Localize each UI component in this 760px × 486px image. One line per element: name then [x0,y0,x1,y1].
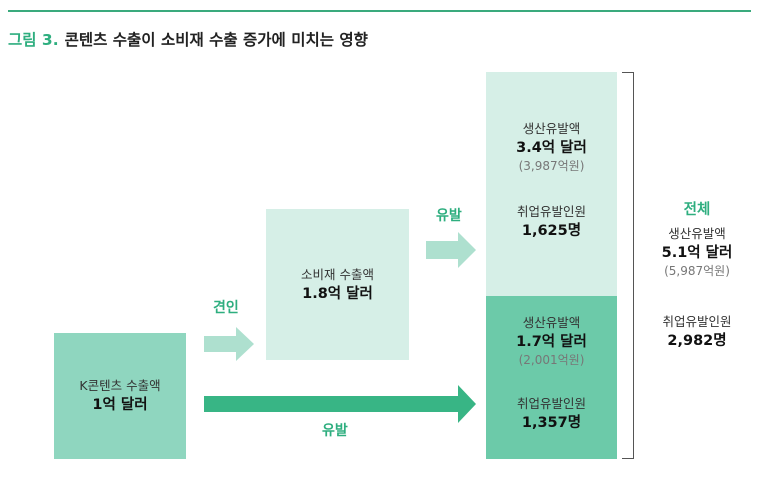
bottom-employment-value: 1,357명 [521,415,582,431]
bottom-production-value: 1.7억 달러 [516,334,587,350]
top-production-label: 생산유발액 [522,121,581,136]
consumer-goods-value: 1.8억 달러 [302,285,373,302]
k-content-value: 1억 달러 [92,397,148,413]
lead-arrow-label: 견인 [213,300,239,316]
induce-bottom-label: 유발 [322,423,348,439]
top-employment-group: 취업유발인원 1,625명 [517,203,586,241]
top-employment-value: 1,625명 [521,223,582,239]
bottom-employment-label: 취업유발인원 [516,396,586,411]
figure-title-text: 콘텐츠 수출이 소비재 수출 증가에 미치는 영향 [64,31,368,49]
bottom-effects-column: 생산유발액 1.7억 달러 (2,001억원) 취업유발인원 1,357명 [486,296,617,459]
top-effects-column: 생산유발액 3.4억 달러 (3,987억원) 취업유발인원 1,625명 [486,72,617,296]
bottom-production-group: 생산유발액 1.7억 달러 (2,001억원) [516,314,587,369]
total-bracket [622,72,634,459]
top-production-value: 3.4억 달러 [516,140,587,156]
top-production-group: 생산유발액 3.4억 달러 (3,987억원) [516,120,587,175]
total-employment-label: 취업유발인원 [662,314,732,329]
total-production-sub: (5,987억원) [664,264,730,278]
top-production-sub: (3,987억원) [518,159,585,173]
total-production-label: 생산유발액 [668,226,726,241]
consumer-goods-box: 소비재 수출액 1.8억 달러 [266,209,409,360]
induce-arrow-top [426,232,476,268]
induce-top-label: 유발 [436,208,462,224]
total-production-value: 5.1억 달러 [661,245,733,261]
top-rule [8,10,751,12]
k-content-label: K콘텐츠 수출액 [79,378,161,393]
k-content-box: K콘텐츠 수출액 1억 달러 [54,333,186,459]
lead-arrow [204,327,254,361]
total-production-group: 전체 생산유발액 5.1억 달러 (5,987억원) [642,200,752,280]
consumer-goods-label: 소비재 수출액 [301,266,374,282]
bottom-employment-group: 취업유발인원 1,357명 [517,395,586,433]
top-employment-label: 취업유발인원 [516,204,586,219]
figure-title: 그림 3. 콘텐츠 수출이 소비재 수출 증가에 미치는 영향 [8,28,368,50]
bottom-production-label: 생산유발액 [522,315,581,330]
figure-number: 그림 3. [8,31,59,49]
induce-arrow-bottom [204,385,476,423]
total-title: 전체 [683,202,711,218]
total-employment-value: 2,982명 [667,333,727,349]
total-employment-group: 취업유발인원 2,982명 [642,313,752,351]
bottom-production-sub: (2,001억원) [518,353,585,367]
